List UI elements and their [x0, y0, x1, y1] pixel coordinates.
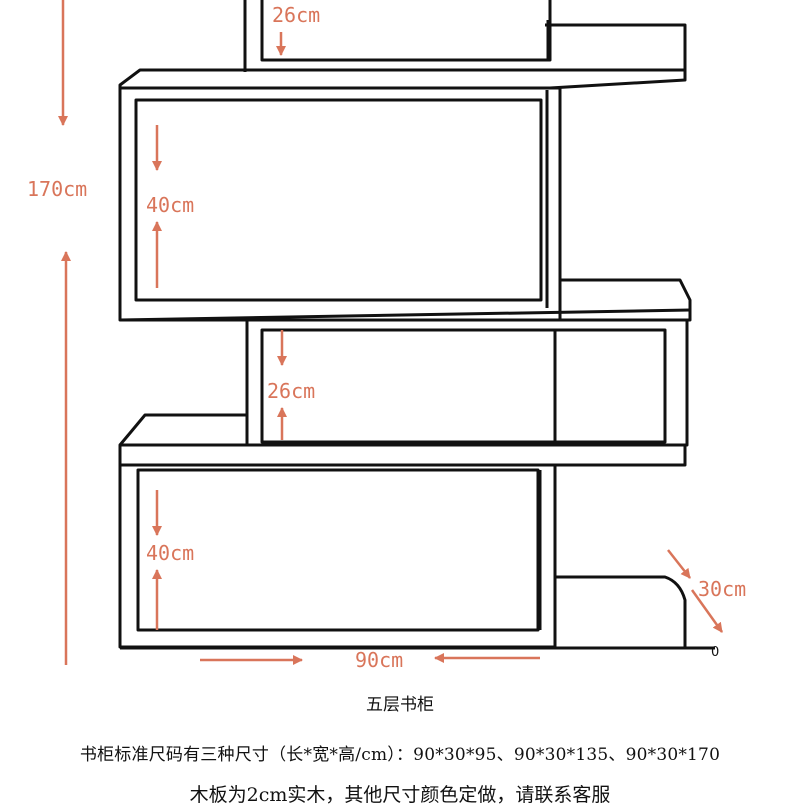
origin-label: 0: [711, 645, 719, 660]
bookshelf-outline: [118, 0, 715, 650]
lower-shelf-label: 40cm: [146, 541, 194, 565]
depth-label: 30cm: [698, 577, 746, 601]
top-shelf-label: 26cm: [272, 3, 320, 27]
diagram-title: 五层书柜: [366, 695, 434, 715]
material-caption: 木板为2cm实木，其他尺寸颜色定做，请联系客服: [189, 784, 611, 806]
upper-shelf-label: 40cm: [146, 193, 194, 217]
sizes-caption: 书柜标准尺码有三种尺寸（长*宽*高/cm）：90*30*95、90*30*135…: [79, 745, 721, 765]
middle-shelf-label: 26cm: [267, 379, 315, 403]
depth-arrow-back: [690, 589, 724, 633]
total-height-label: 170cm: [27, 177, 87, 201]
dimension-arrows: [58, 0, 724, 665]
width-label: 90cm: [355, 648, 403, 672]
depth-arrow: [667, 549, 691, 579]
